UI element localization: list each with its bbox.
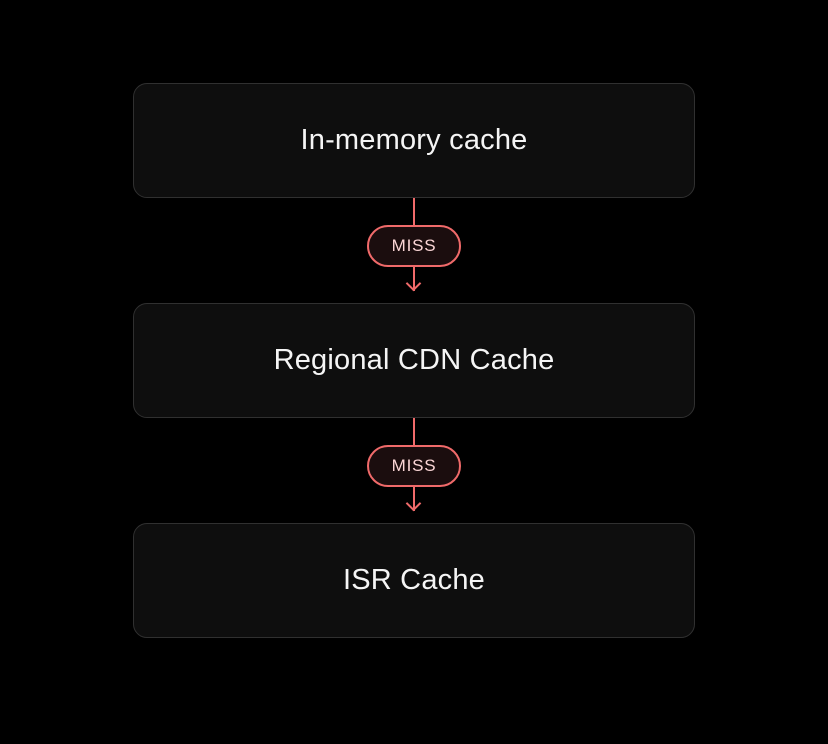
connector-line (412, 487, 415, 511)
connector-line (412, 267, 415, 291)
node-isr-cache: ISR Cache (133, 523, 695, 638)
connector-line (412, 198, 415, 225)
connector-cdn-to-isr: MISS (366, 418, 462, 512)
arrow-down-icon (406, 495, 422, 512)
miss-badge: MISS (366, 225, 462, 267)
connector-in-memory-to-cdn: MISS (366, 198, 462, 292)
miss-badge-label: MISS (391, 456, 437, 475)
node-isr-cache-label: ISR Cache (342, 564, 486, 596)
node-in-memory-cache-label: In-memory cache (300, 124, 528, 156)
node-in-memory-cache: In-memory cache (133, 83, 695, 198)
connector-line (412, 418, 415, 445)
node-regional-cdn-cache: Regional CDN Cache (133, 303, 695, 418)
arrow-down-icon (406, 275, 422, 292)
miss-badge-label: MISS (391, 236, 437, 255)
node-regional-cdn-cache-label: Regional CDN Cache (273, 344, 555, 376)
miss-badge: MISS (366, 445, 462, 487)
